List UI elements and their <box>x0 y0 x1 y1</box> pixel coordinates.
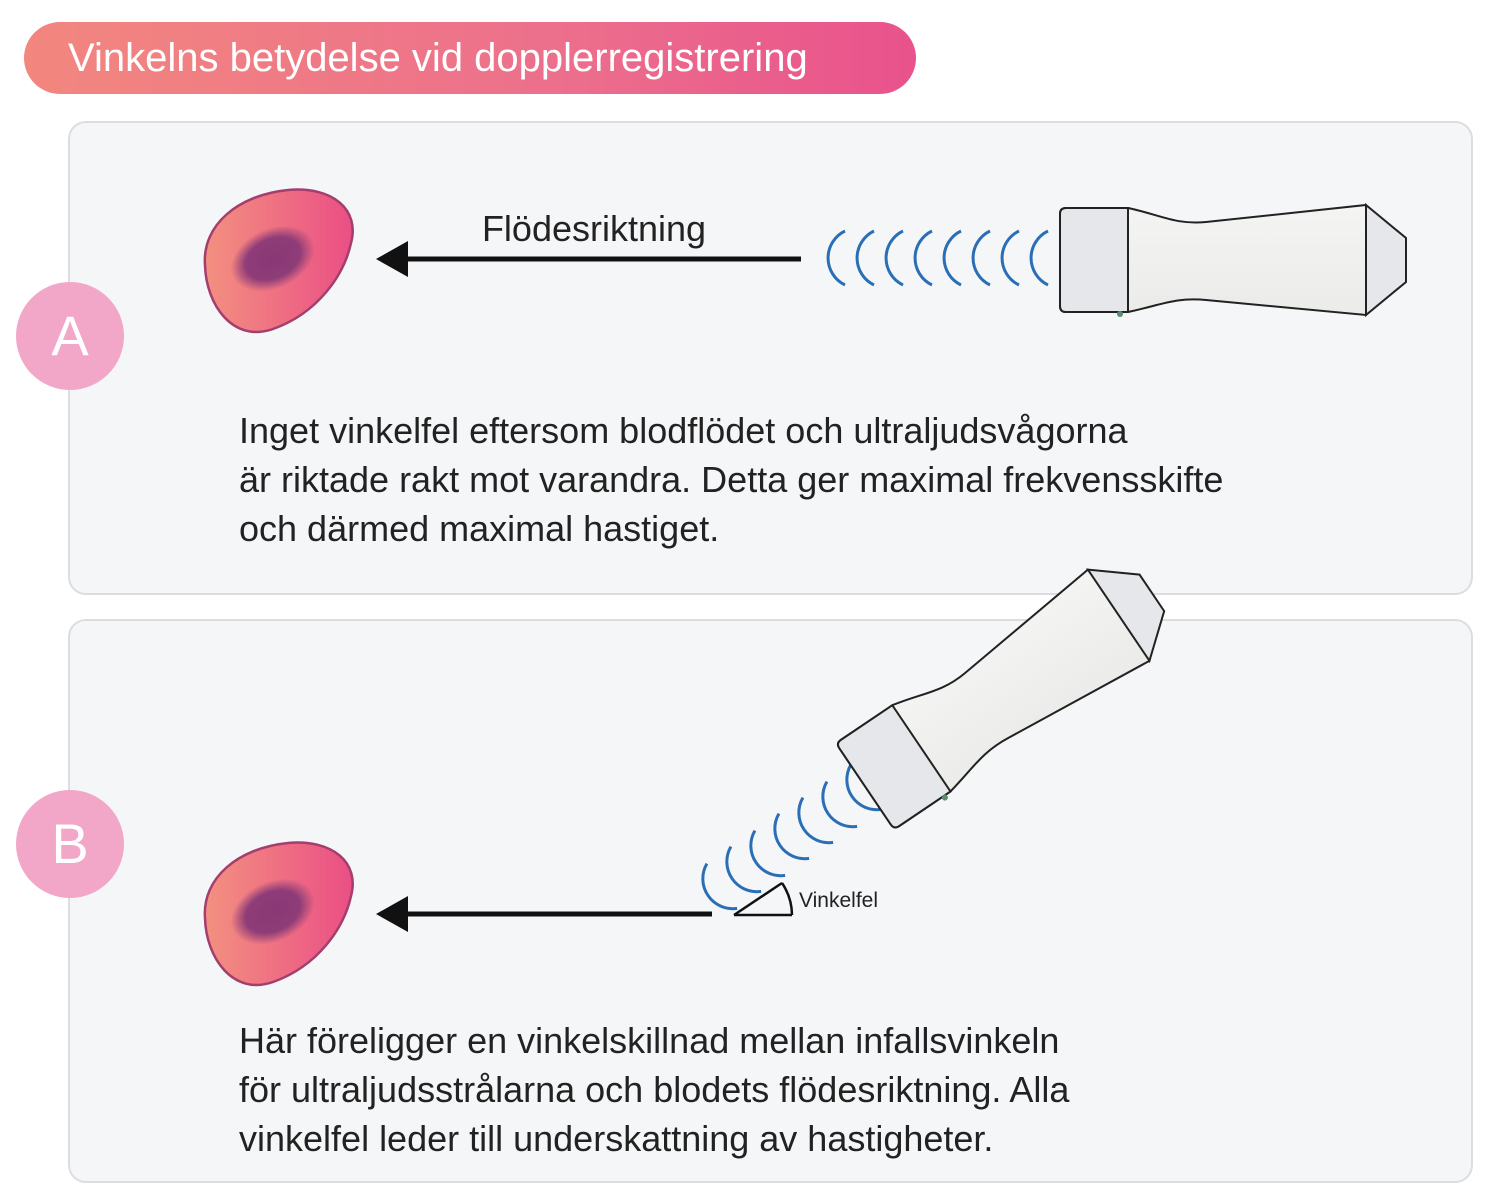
description-line: Inget vinkelfel eftersom blodflödet och … <box>239 410 1128 451</box>
red-blood-cell-icon <box>203 841 354 987</box>
description-line: vinkelfel leder till underskattning av h… <box>239 1118 994 1159</box>
page-title: Vinkelns betydelse vid dopplerregistreri… <box>24 22 916 94</box>
badge-a: A <box>16 282 124 390</box>
angle-error-marker <box>733 881 794 917</box>
ultrasound-probe-icon <box>1059 204 1407 318</box>
red-blood-cell-icon <box>203 188 354 334</box>
ultrasound-probe-icon <box>833 546 1185 835</box>
panel-b-description: Här föreligger en vinkelskillnad mellan … <box>239 1016 1419 1163</box>
arrow-left-icon <box>376 896 712 932</box>
sound-wave-icon <box>826 229 1050 287</box>
description-line: Här föreligger en vinkelskillnad mellan … <box>239 1020 1060 1061</box>
description-line: är riktade rakt mot varandra. Detta ger … <box>239 459 1224 500</box>
badge-b: B <box>16 790 124 898</box>
description-line: för ultraljudsstrålarna och blodets flöd… <box>239 1069 1070 1110</box>
arrow-left-icon <box>376 241 801 277</box>
description-line: och därmed maximal hastiget. <box>239 508 720 549</box>
flow-direction-label: Flödesriktning <box>482 208 706 249</box>
panel-a-description: Inget vinkelfel eftersom blodflödet och … <box>239 406 1419 553</box>
angle-error-label: Vinkelfel <box>799 889 878 912</box>
